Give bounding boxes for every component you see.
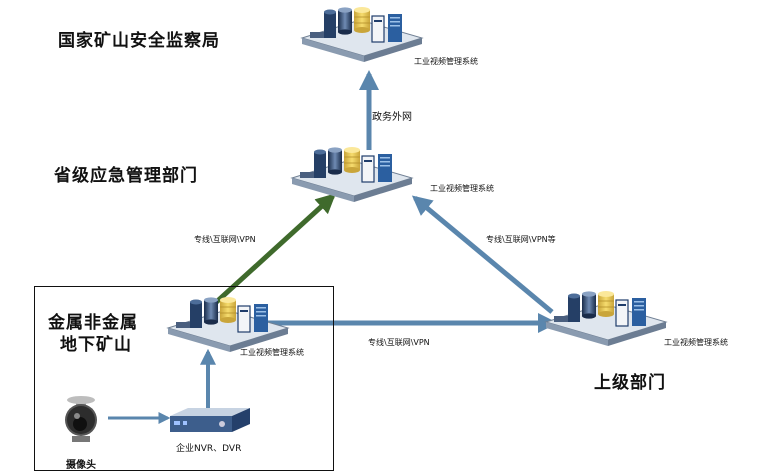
- platform-national: [301, 6, 423, 63]
- link-mine-provincial: [210, 193, 336, 308]
- camera-icon: [65, 396, 97, 442]
- link-label-national-provincial: 政务外网: [372, 112, 412, 123]
- node-title-mine-line2: 地下矿山: [60, 335, 132, 355]
- platform-superior: [545, 290, 667, 347]
- node-title-superior: 上级部门: [594, 373, 666, 393]
- camera-label: 摄像头: [66, 460, 96, 471]
- system-label-mine: 工业视频管理系统: [240, 348, 304, 357]
- nvr-icon: [170, 408, 250, 432]
- link-superior-provincial: [411, 195, 554, 314]
- node-title-mine-line1: 金属非金属: [48, 313, 138, 333]
- mine-site-boundary: [34, 286, 334, 471]
- link-label-mine-superior: 专线\互联网\VPN: [368, 338, 430, 347]
- system-label-national: 工业视频管理系统: [414, 57, 478, 66]
- link-label-mine-provincial: 专线\互联网\VPN: [194, 235, 256, 244]
- node-title-national: 国家矿山安全监察局: [58, 31, 220, 51]
- nvr-label: 企业NVR、DVR: [176, 444, 242, 454]
- system-label-provincial: 工业视频管理系统: [430, 184, 494, 193]
- platform-provincial: [291, 146, 413, 203]
- link-label-superior-provincial: 专线\互联网\VPN等: [486, 235, 556, 244]
- node-title-provincial: 省级应急管理部门: [54, 166, 198, 186]
- system-label-superior: 工业视频管理系统: [664, 338, 728, 347]
